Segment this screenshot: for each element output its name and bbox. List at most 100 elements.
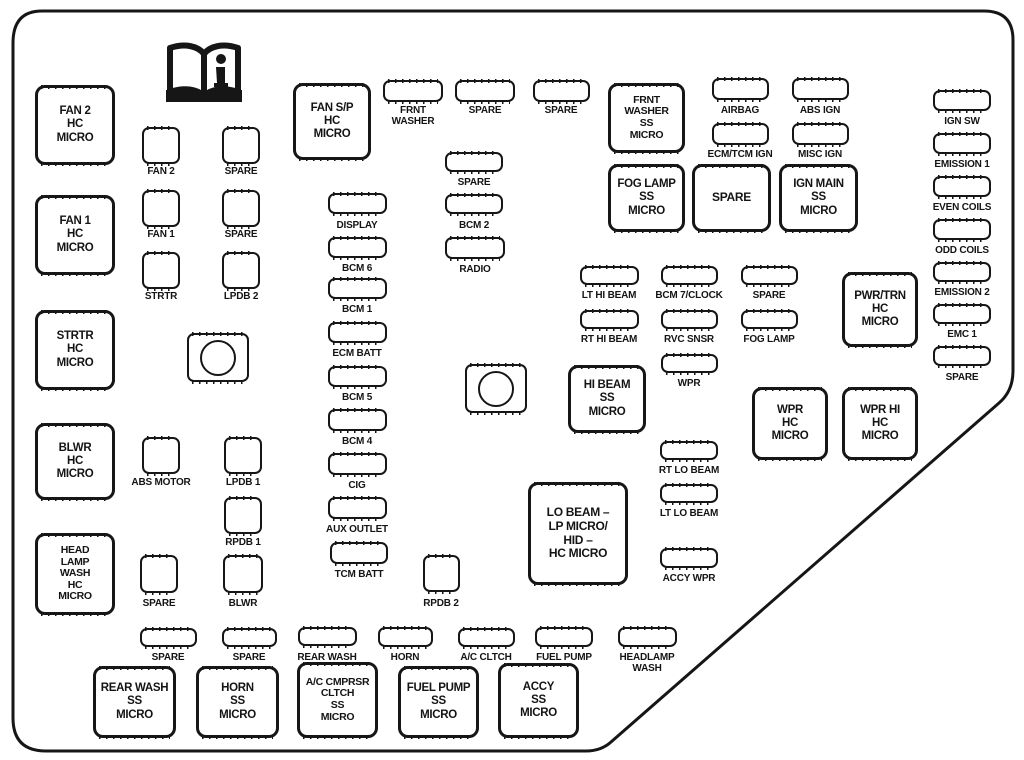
fuse-label-rpdb-2: RPDB 2 [423, 598, 459, 609]
fuse-label-abs-motor: ABS MOTOR [131, 477, 191, 488]
relay-spare: SPARE [692, 163, 771, 233]
fuse-emission-2 [933, 260, 991, 284]
fuse-label-misc-ign: MISC IGN [798, 149, 842, 160]
relay-head-lamp-wash-hc-micro: HEAD LAMP WASH HC MICRO [35, 532, 115, 616]
connector-circle [478, 370, 514, 407]
fuse-strtr [142, 250, 180, 291]
fuse-spare [533, 78, 590, 104]
fuse-label-rt-lo-beam: RT LO BEAM [658, 465, 720, 476]
fuse-aux-outlet [328, 495, 387, 521]
relay-fan1-hc-micro: FAN 1 HC MICRO [35, 194, 115, 276]
fuse-spare [445, 150, 503, 174]
fuse-label-bcm-7-clock: BCM 7/CLOCK [655, 290, 723, 301]
fuse-lpdb-2 [222, 250, 260, 291]
fuse-label-rpdb-1: RPDB 1 [225, 537, 261, 548]
fuse-label-spare: SPARE [457, 177, 491, 188]
fuse-frnt-washer [383, 78, 443, 104]
fuse-rt-hi-beam [580, 308, 639, 331]
fuse-rpdb-1 [224, 495, 262, 536]
relay-wpr-hi-hc-micro: WPR HI HC MICRO [842, 386, 918, 461]
fuse-label-accy-wpr: ACCY WPR [662, 573, 716, 584]
fuse-label-spare: SPARE [945, 372, 979, 383]
fuse-label-lt-lo-beam: LT LO BEAM [659, 508, 719, 519]
fuse-accy-wpr [660, 546, 718, 570]
fuse-lt-lo-beam [660, 482, 718, 505]
fuse-label-headlamp-wash: HEADLAMP WASH [619, 652, 675, 675]
fuse-label-spare: SPARE [142, 598, 176, 609]
fuse-label-ecm-tcm-ign: ECM/TCM IGN [707, 149, 773, 160]
fuse-display [328, 191, 387, 216]
fuse-fan-2 [142, 125, 180, 166]
fuse-abs-ign [792, 76, 849, 102]
fuse-spare [140, 626, 197, 649]
relay-blwr-hc-micro: BLWR HC MICRO [35, 422, 115, 501]
fuse-label-rear-wash: REAR WASH [297, 652, 357, 663]
relay-frnt-washer-ss-micro: FRNT WASHER SS MICRO [608, 82, 685, 154]
fuse-bcm-2 [445, 192, 503, 216]
fuse-label-radio: RADIO [459, 264, 491, 275]
fuse-tcm-batt [330, 540, 388, 566]
fuse-bcm-6 [328, 235, 387, 260]
fuse-even-coils [933, 174, 991, 199]
connector-left [187, 331, 249, 384]
fuse-spare [222, 188, 260, 229]
relay-hi-beam-ss-micro: HI BEAM SS MICRO [568, 364, 646, 434]
fuse-label-spare: SPARE [151, 652, 185, 663]
fuse-label-spare: SPARE [468, 105, 502, 116]
owners-manual-info-icon [166, 42, 242, 102]
fuse-rear-wash [298, 625, 357, 648]
fuse-label-wpr: WPR [677, 378, 701, 389]
fuse-horn [378, 625, 433, 649]
fuse-label-spare: SPARE [224, 229, 258, 240]
fuse-bcm-4 [328, 407, 387, 433]
fuse-bcm-5 [328, 364, 387, 389]
fuse-ecm-batt [328, 320, 387, 345]
fuse-spare [222, 626, 277, 649]
fuse-bcm-1 [328, 276, 387, 301]
fuse-label-bcm-2: BCM 2 [458, 220, 490, 231]
fuse-label-strtr: STRTR [144, 291, 178, 302]
fuse-rpdb-2 [423, 553, 460, 594]
fuse-ign-sw [933, 88, 991, 113]
fuse-label-cig: CIG [348, 480, 366, 491]
fuse-emission-1 [933, 131, 991, 156]
relay-fan2-hc-micro: FAN 2 HC MICRO [35, 84, 115, 166]
fuse-cig [328, 451, 387, 477]
fuse-label-airbag: AIRBAG [720, 105, 760, 116]
fuse-label-fan-2: FAN 2 [147, 166, 175, 177]
relay-strtr-hc-micro: STRTR HC MICRO [35, 309, 115, 391]
fuse-lpdb-1 [224, 435, 262, 476]
fuse-ecm-tcm-ign [712, 121, 769, 147]
fuse-label-lpdb-2: LPDB 2 [223, 291, 259, 302]
fuse-label-spare: SPARE [544, 105, 578, 116]
fuse-label-rvc-snsr: RVC SNSR [664, 334, 714, 345]
fuse-spare [222, 125, 260, 166]
fuse-label-emission-2: EMISSION 2 [934, 287, 990, 298]
fuse-label-abs-ign: ABS IGN [799, 105, 841, 116]
fuse-label-spare: SPARE [232, 652, 266, 663]
relay-fog-lamp-ss-micro: FOG LAMP SS MICRO [608, 163, 685, 233]
fuse-rt-lo-beam [660, 439, 718, 462]
fuse-label-lpdb-1: LPDB 1 [225, 477, 261, 488]
fuse-label-aux-outlet: AUX OUTLET [326, 524, 388, 535]
fuse-radio [445, 235, 505, 261]
fuse-rvc-snsr [661, 308, 718, 331]
fuse-label-spare: SPARE [752, 290, 786, 301]
relay-pwr-trn-hc-micro: PWR/TRN HC MICRO [842, 271, 918, 348]
fuse-airbag [712, 76, 769, 102]
relay-lo-beam-lp-micro-hid-hc-micro: LO BEAM – LP MICRO/ HID – HC MICRO [528, 481, 628, 586]
fuse-label-even-coils: EVEN COILS [932, 202, 992, 213]
relay-accy-ss-micro: ACCY SS MICRO [498, 662, 579, 739]
fuse-label-horn: HORN [390, 652, 420, 663]
fuse-blwr [223, 553, 263, 595]
connector-circle [200, 339, 236, 376]
relay-fuel-pump-ss-micro: FUEL PUMP SS MICRO [398, 665, 479, 739]
fuse-label-ign-sw: IGN SW [944, 116, 980, 127]
fuse-spare [741, 264, 798, 287]
fuse-abs-motor [142, 435, 180, 476]
fuse-label-ac-cltch: A/C CLTCH [460, 652, 512, 663]
connector-middle [465, 362, 527, 415]
fuse-spare [933, 344, 991, 368]
